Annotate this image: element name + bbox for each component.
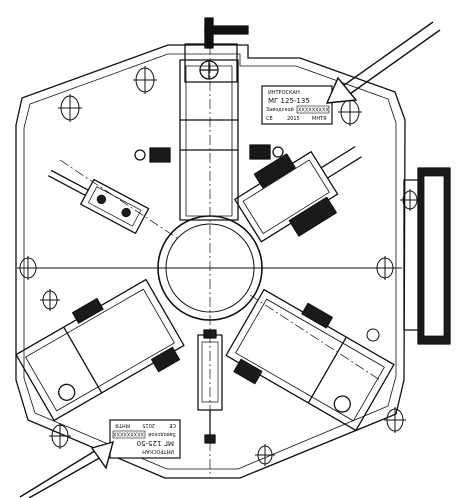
base-plate-inner [23,53,397,470]
bolt-hole [384,407,406,433]
bolt-hole [17,256,39,280]
center-hub-outer [157,215,263,321]
top-lever-bracket [184,43,238,83]
nameplate-top-line4-left: CE [266,116,273,122]
drawing-body [15,17,451,479]
nameplate-top: ИНТРОСКАН МГ 125-135 Заводской XXXXXXXXX… [261,85,333,125]
nameplate-top-line3-left: Заводской [266,106,294,113]
top-arm [179,59,239,221]
bolt-holes [17,66,420,466]
bolt-hole [133,66,157,94]
nameplate-top-line4-mid: 2015 [287,116,300,122]
nameplate-top-line3-right: XXXXXXXXX [298,108,329,114]
upper-right-arm [234,146,362,243]
upper-left-arm [48,169,150,234]
center-hub-inner [165,223,255,313]
bolt-hole [58,94,82,122]
nameplate-bottom-line2: МГ 125-50 [137,439,174,447]
right-side-bracket [403,167,451,345]
nameplate-bottom-line4-right: МНТЯ [115,422,130,428]
lower-right-arm [225,288,395,432]
bottom-component [197,329,223,444]
nameplate-top-line1: ИНТРОСКАН [268,90,300,96]
top-arm-clamps [134,144,284,163]
bolt-hole [338,98,362,126]
nameplate-bottom-line1: ИНТРОСКАН [142,448,174,454]
nameplate-top-line2: МГ 125-135 [268,97,310,105]
base-plate-outline [15,44,406,479]
bolt-hole [49,423,71,449]
bolt-hole [374,256,396,280]
nameplate-bottom-line3-left: Заводской [148,431,176,438]
top-nameplate-arrow [325,21,441,104]
top-lever-stem [204,17,214,49]
bottom-nameplate-arrow [19,440,114,498]
nameplate-top-line4-right: МНТЯ [312,116,327,122]
nameplate-bottom-line3-right: XXXXXXXXX [113,431,144,437]
lower-left-arm [15,278,185,422]
nameplate-bottom-line4-mid: 2015 [142,422,155,428]
bolt-hole [40,289,60,311]
nameplate-bottom: ИНТРОСКАН МГ 125-50 Заводской XXXXXXXXX … [109,419,181,459]
nameplate-bottom-line4-left: CE [169,422,176,428]
bolt-hole [400,189,420,211]
bolt-hole [255,444,275,466]
